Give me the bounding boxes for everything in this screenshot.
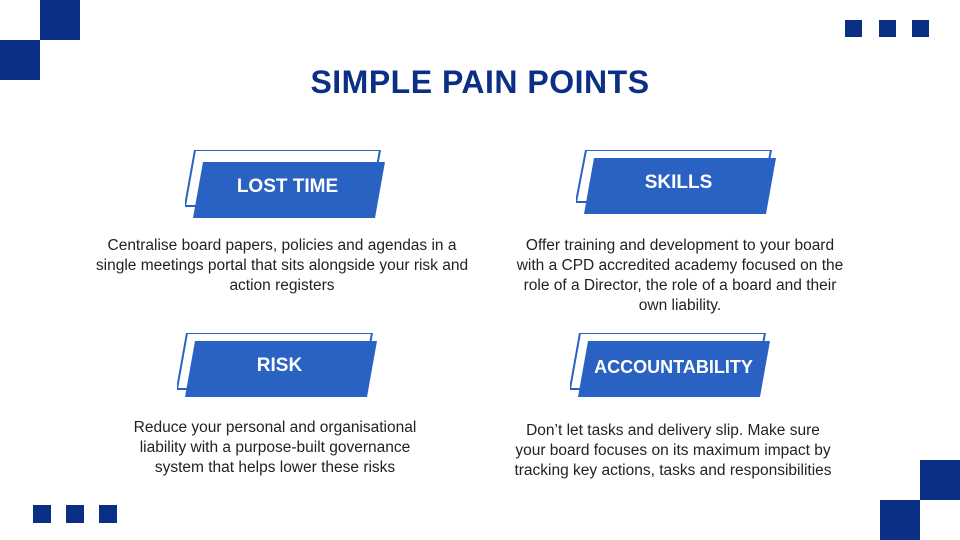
decor-dot-bottom-left-3 — [99, 505, 117, 523]
banner-label: LOST TIME — [236, 176, 339, 197]
banner-shape — [185, 150, 385, 218]
banner-label: SKILLS — [644, 172, 713, 193]
card-description-risk: Reduce your personal and organisational … — [133, 419, 417, 476]
banner-shape — [576, 150, 776, 214]
decor-square-bottom-right-1 — [920, 460, 960, 500]
banner-risk: RISK — [177, 333, 377, 403]
banner-skills: SKILLS — [576, 150, 776, 220]
decor-dot-bottom-left-2 — [66, 505, 84, 523]
decor-square-bottom-right-2 — [880, 500, 920, 540]
banner-shape — [177, 333, 377, 397]
banner-accountability: ACCOUNTABILITY — [570, 333, 770, 403]
page-title: SIMPLE PAIN POINTS — [310, 64, 650, 100]
banner-shape — [570, 333, 770, 397]
banner-label: ACCOUNTABILITY — [594, 357, 753, 377]
decor-dot-bottom-left-1 — [33, 505, 51, 523]
decor-square-top-left-2 — [0, 40, 40, 80]
decor-dot-top-right-2 — [879, 20, 896, 37]
decor-dot-top-right-3 — [912, 20, 929, 37]
card-description-accountability: Don’t let tasks and delivery slip. Make … — [514, 422, 832, 479]
card-description-skills: Offer training and development to your b… — [516, 237, 844, 314]
banner-lost-time: LOST TIME — [185, 150, 385, 220]
decor-dot-top-right-1 — [845, 20, 862, 37]
card-description-lost-time: Centralise board papers, policies and ag… — [95, 237, 469, 294]
banner-label: RISK — [256, 355, 303, 376]
decor-square-top-left-1 — [40, 0, 80, 40]
